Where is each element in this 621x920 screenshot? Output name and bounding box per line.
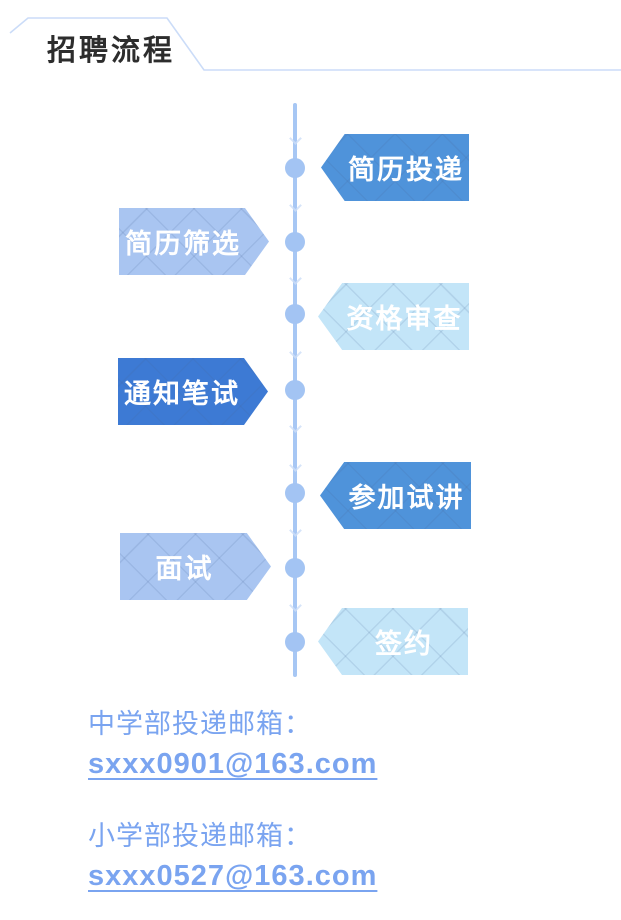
- timeline-arrow-mark: [289, 272, 302, 285]
- primary-school-mailbox-label: 小学部投递邮箱：: [88, 821, 312, 851]
- flow-step-label: 简历筛选: [125, 229, 241, 259]
- timeline-dot: [285, 483, 305, 503]
- flow-step-label: 简历投递: [348, 155, 464, 185]
- flow-step-label: 资格审查: [346, 304, 463, 334]
- flow-step-label: 参加试讲: [348, 483, 465, 513]
- middle-school-mailbox-label: 中学部投递邮箱：: [88, 709, 312, 739]
- flow-step-resume-screening: 简历筛选: [119, 208, 269, 275]
- flow-step-signing: 签约: [318, 608, 468, 675]
- timeline-arrow-mark: [289, 459, 302, 472]
- flow-step-interview: 面试: [120, 533, 271, 600]
- page-title: 招聘流程: [47, 35, 176, 67]
- primary-school-email-link[interactable]: sxxx0527@163.com: [88, 860, 378, 892]
- flow-step-written-test-notice: 通知笔试: [118, 358, 268, 425]
- flow-step-label: 面试: [155, 554, 214, 584]
- timeline-dot: [285, 158, 305, 178]
- timeline-dot: [285, 380, 305, 400]
- timeline-dot: [285, 232, 305, 252]
- middle-school-email-link[interactable]: sxxx0901@163.com: [88, 748, 378, 780]
- flow-step-trial-lecture: 参加试讲: [320, 462, 471, 529]
- flow-step-qualification-review: 资格审查: [318, 283, 469, 350]
- timeline-arrow-mark: [289, 420, 302, 433]
- timeline-arrow-mark: [289, 599, 302, 612]
- timeline-arrow-mark: [289, 199, 302, 212]
- timeline-arrow-mark: [289, 524, 302, 537]
- timeline-dot: [285, 304, 305, 324]
- flow-step-label: 签约: [375, 629, 433, 659]
- timeline-arrow-mark: [289, 346, 302, 359]
- header-banner-outline: [9, 17, 621, 71]
- flow-step-label: 通知笔试: [124, 379, 240, 409]
- timeline-dot: [285, 632, 305, 652]
- flow-step-resume-submission: 简历投递: [321, 134, 469, 201]
- timeline-arrow-mark: [289, 132, 302, 145]
- timeline-dot: [285, 558, 305, 578]
